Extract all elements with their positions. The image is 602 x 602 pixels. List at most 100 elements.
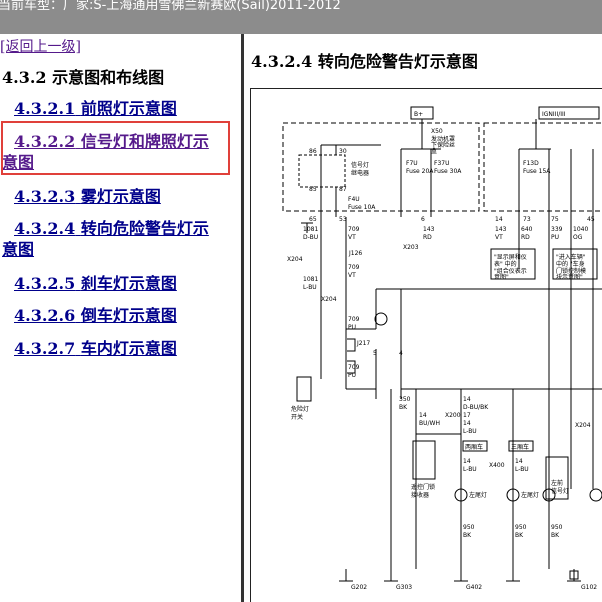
sidebar-item-brake-lamp[interactable]: 4.3.2.5 刹车灯示意图 xyxy=(14,274,177,293)
svg-text:709: 709 xyxy=(348,364,360,371)
svg-text:1040: 1040 xyxy=(573,226,588,233)
svg-text:30: 30 xyxy=(339,148,347,155)
svg-text:D-BU/BK: D-BU/BK xyxy=(463,404,489,411)
svg-text:块示意图": 块示意图" xyxy=(556,273,583,281)
svg-text:BK: BK xyxy=(463,532,472,539)
page-title: 4.3.2.4 转向危险警告灯示意图 xyxy=(251,52,478,71)
svg-text:左尾灯: 左尾灯 xyxy=(469,491,487,499)
vehicle-model-text: 当前车型：厂家:S-上海通用雪佛兰新赛欧(Sail)2011-2012 xyxy=(0,0,341,13)
svg-text:三厢车: 三厢车 xyxy=(511,443,529,451)
svg-text:709: 709 xyxy=(348,264,360,271)
svg-text:709: 709 xyxy=(348,316,360,323)
svg-text:下保险丝: 下保险丝 xyxy=(431,141,455,149)
svg-text:BK: BK xyxy=(399,404,408,411)
svg-text:PU: PU xyxy=(348,372,356,379)
svg-text:Fuse 15A: Fuse 15A xyxy=(523,168,551,175)
svg-text:143: 143 xyxy=(495,226,507,233)
pane-divider[interactable] xyxy=(241,34,244,602)
svg-text:L-BU: L-BU xyxy=(303,284,317,291)
svg-text:85: 85 xyxy=(309,186,317,193)
svg-text:G402: G402 xyxy=(466,584,482,591)
svg-text:RD: RD xyxy=(521,234,530,241)
svg-text:65: 65 xyxy=(309,216,317,223)
svg-text:6: 6 xyxy=(421,216,425,223)
svg-text:F7U: F7U xyxy=(406,160,418,167)
svg-text:950: 950 xyxy=(515,524,527,531)
page-header: 当前车型：厂家:S-上海通用雪佛兰新赛欧(Sail)2011-2012 xyxy=(0,0,602,34)
main-content: 4.3.2.4 转向危险警告灯示意图 xyxy=(244,34,602,602)
svg-text:143: 143 xyxy=(423,226,435,233)
svg-text:信号灯: 信号灯 xyxy=(551,487,569,495)
svg-text:PU: PU xyxy=(348,324,356,331)
sidebar-item-interior-lamp[interactable]: 4.3.2.7 车内灯示意图 xyxy=(14,339,177,358)
svg-text:339: 339 xyxy=(551,226,563,233)
svg-text:G102: G102 xyxy=(581,584,597,591)
sidebar: [返回上一级] 4.3.2 示意图和布线图 4.3.2.1 前照灯示意图 4.3… xyxy=(0,34,241,602)
svg-text:左前: 左前 xyxy=(551,479,563,487)
svg-text:开关: 开关 xyxy=(291,413,303,421)
svg-text:D-BU: D-BU xyxy=(303,234,318,241)
svg-text:14: 14 xyxy=(463,420,471,427)
sidebar-item-signal-license-lamp[interactable]: 4.3.2.2 信号灯和牌照灯示意图 xyxy=(2,132,209,172)
selected-item-highlight xyxy=(1,121,230,175)
svg-text:PU: PU xyxy=(551,234,559,241)
svg-text:4: 4 xyxy=(399,350,403,357)
section-title: 4.3.2 示意图和布线图 xyxy=(2,68,165,87)
svg-text:VT: VT xyxy=(348,234,356,241)
svg-text:17: 17 xyxy=(463,412,471,419)
sidebar-item-hazard-lamp[interactable]: 4.3.2.4 转向危险警告灯示意图 xyxy=(2,219,209,259)
svg-text:L-BU: L-BU xyxy=(463,428,477,435)
svg-text:14: 14 xyxy=(419,412,427,419)
svg-text:X200: X200 xyxy=(445,412,461,419)
svg-text:14: 14 xyxy=(515,458,523,465)
svg-text:X204: X204 xyxy=(575,422,591,429)
svg-text:BK: BK xyxy=(551,532,560,539)
sidebar-item-reverse-lamp[interactable]: 4.3.2.6 倒车灯示意图 xyxy=(14,306,177,325)
svg-text:信号灯: 信号灯 xyxy=(351,161,369,169)
svg-text:F37U: F37U xyxy=(434,160,449,167)
svg-text:发动机罩: 发动机罩 xyxy=(431,135,455,143)
svg-text:继电器: 继电器 xyxy=(351,169,369,177)
svg-text:X400: X400 xyxy=(489,462,505,469)
svg-text:接收器: 接收器 xyxy=(411,491,429,499)
svg-text:"进入车辆": "进入车辆" xyxy=(556,253,586,261)
svg-text:45: 45 xyxy=(587,216,595,223)
ignition-label: IGNIII/III xyxy=(542,111,566,118)
svg-text:遥控门锁: 遥控门锁 xyxy=(411,483,435,491)
svg-text:Fuse 20A: Fuse 20A xyxy=(406,168,434,175)
svg-text:950: 950 xyxy=(463,524,475,531)
svg-text:"显示屏和仪: "显示屏和仪 xyxy=(494,253,527,261)
svg-text:75: 75 xyxy=(551,216,559,223)
back-link[interactable]: [返回上一级] xyxy=(0,39,81,55)
svg-text:950: 950 xyxy=(551,524,563,531)
svg-text:VT: VT xyxy=(348,272,356,279)
svg-text:640: 640 xyxy=(521,226,533,233)
svg-text:危险灯: 危险灯 xyxy=(291,405,309,413)
svg-text:87: 87 xyxy=(339,186,347,193)
svg-text:350: 350 xyxy=(399,396,411,403)
svg-text:门锁控制模: 门锁控制模 xyxy=(556,267,586,275)
svg-text:709: 709 xyxy=(348,226,360,233)
svg-text:盒: 盒 xyxy=(431,147,437,155)
svg-text:J126: J126 xyxy=(348,250,362,257)
svg-text:53: 53 xyxy=(339,216,347,223)
svg-text:73: 73 xyxy=(523,216,531,223)
sidebar-item-fog-lamp[interactable]: 4.3.2.3 雾灯示意图 xyxy=(14,187,161,206)
svg-text:"组合仪表示: "组合仪表示 xyxy=(494,267,527,275)
svg-text:VT: VT xyxy=(495,234,503,241)
svg-text:F13D: F13D xyxy=(523,160,539,167)
svg-text:G303: G303 xyxy=(396,584,412,591)
svg-text:X204: X204 xyxy=(321,296,337,303)
sidebar-item-headlamp[interactable]: 4.3.2.1 前照灯示意图 xyxy=(14,99,177,118)
svg-text:14: 14 xyxy=(495,216,503,223)
wiring-diagram: B+ IGNIII/III X50 发动机罩 下保险丝 盒 信号灯 继电器 F7… xyxy=(250,88,602,602)
svg-text:BU/WH: BU/WH xyxy=(419,420,440,427)
svg-text:1081: 1081 xyxy=(303,226,318,233)
svg-text:BK: BK xyxy=(515,532,524,539)
svg-text:L-BU: L-BU xyxy=(515,466,529,473)
svg-text:左尾灯: 左尾灯 xyxy=(521,491,539,499)
svg-text:OG: OG xyxy=(573,234,583,241)
svg-text:X50: X50 xyxy=(431,128,443,135)
svg-text:RD: RD xyxy=(423,234,432,241)
svg-text:14: 14 xyxy=(463,396,471,403)
